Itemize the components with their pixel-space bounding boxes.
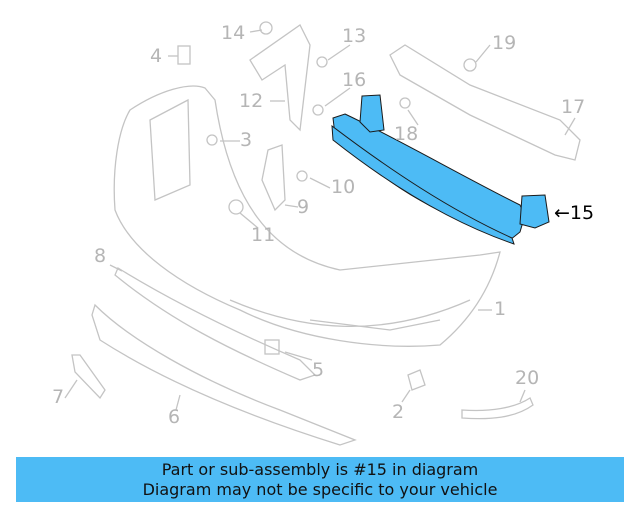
- callout-13[interactable]: 13: [342, 25, 367, 47]
- callout-16[interactable]: 16: [342, 69, 367, 91]
- callout-18[interactable]: 18: [394, 123, 419, 145]
- callout-2[interactable]: 2: [392, 401, 405, 423]
- callout-19[interactable]: 19: [492, 32, 517, 54]
- part-19-nut[interactable]: [463, 58, 477, 72]
- part-16-screw[interactable]: [312, 104, 324, 116]
- info-banner: Part or sub-assembly is #15 in diagram D…: [16, 457, 624, 502]
- part-18-screw[interactable]: [399, 97, 411, 109]
- part-13-screw[interactable]: [316, 56, 328, 68]
- callout-11[interactable]: 11: [251, 224, 276, 246]
- part-8-molding[interactable]: [114, 267, 317, 381]
- callout-14[interactable]: 14: [221, 22, 246, 44]
- callout-3[interactable]: 3: [240, 129, 253, 151]
- banner-line-part: Part or sub-assembly is #15 in diagram: [161, 460, 479, 479]
- callout-1[interactable]: 1: [494, 298, 507, 320]
- part-15-reinforcement-beam[interactable]: [331, 94, 550, 245]
- part-6-diffuser[interactable]: [91, 303, 357, 446]
- callout-20[interactable]: 20: [515, 367, 540, 389]
- part-4-clip[interactable]: [177, 45, 191, 65]
- part-1-bumper-cover[interactable]: [113, 85, 501, 347]
- callout-9[interactable]: 9: [297, 196, 310, 218]
- callout-12[interactable]: 12: [239, 90, 264, 112]
- callout-4[interactable]: 4: [150, 45, 163, 67]
- part-9-bracket[interactable]: [261, 144, 286, 212]
- callout-15-label: 15: [569, 202, 595, 224]
- callout-17[interactable]: 17: [561, 96, 586, 118]
- part-10-screw[interactable]: [296, 170, 308, 182]
- part-3-screw[interactable]: [206, 134, 218, 146]
- callout-10[interactable]: 10: [331, 176, 356, 198]
- parts-diagram: [64, 21, 581, 446]
- callout-8[interactable]: 8: [94, 245, 107, 267]
- part-7-bracket[interactable]: [71, 354, 106, 400]
- callout-15[interactable]: ←15: [554, 202, 595, 224]
- part-5-clip[interactable]: [264, 339, 280, 355]
- part-17-absorber[interactable]: [389, 44, 581, 161]
- part-14-nut[interactable]: [259, 21, 273, 35]
- callout-7[interactable]: 7: [52, 386, 65, 408]
- callout-5[interactable]: 5: [312, 359, 325, 381]
- part-12-bracket[interactable]: [249, 24, 311, 132]
- banner-line-disclaimer: Diagram may not be specific to your vehi…: [142, 480, 498, 499]
- part-2-bracket[interactable]: [407, 369, 426, 391]
- callout-6[interactable]: 6: [168, 406, 181, 428]
- part-20-reflector[interactable]: [461, 397, 534, 420]
- part-11-nut[interactable]: [228, 199, 244, 215]
